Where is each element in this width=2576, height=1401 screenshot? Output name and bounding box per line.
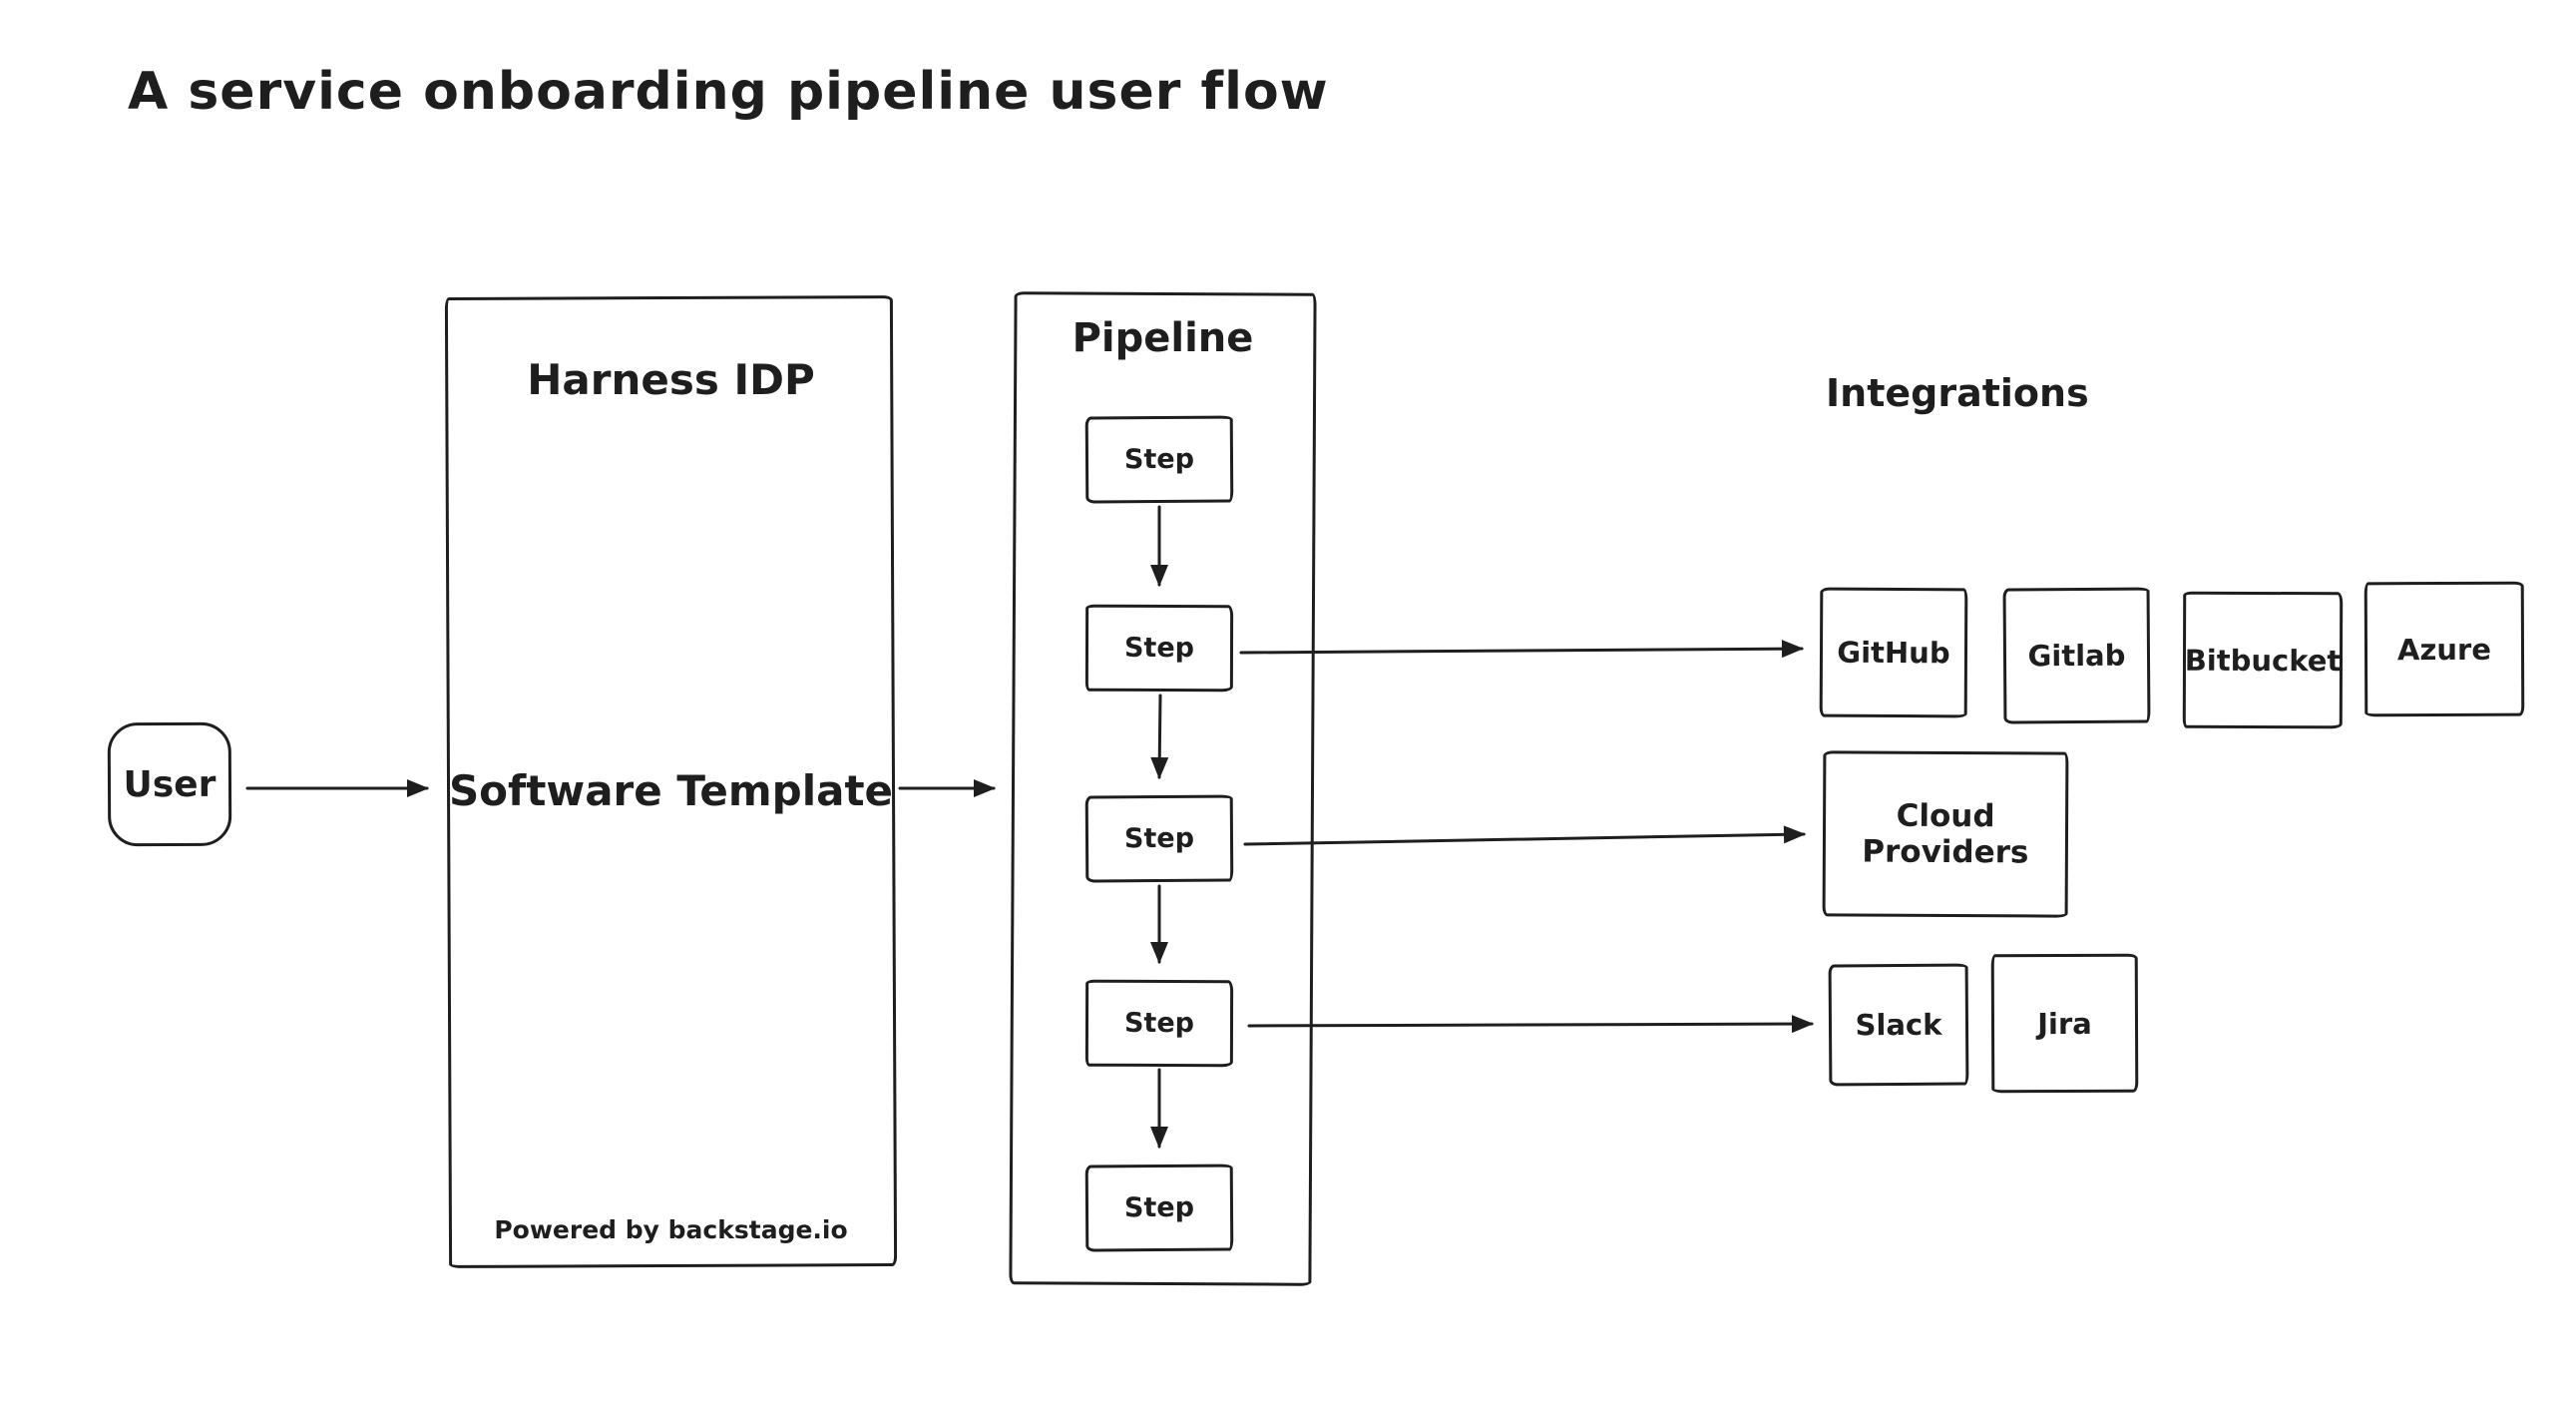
diagram-title: A service onboarding pipeline user flow bbox=[128, 62, 1329, 122]
powered-by-label: Powered by backstage.io bbox=[494, 1215, 848, 1244]
cloud-providers-label: Cloud Providers bbox=[1862, 797, 2029, 871]
step-label: Step bbox=[1123, 1191, 1195, 1224]
github-label: GitHub bbox=[1837, 635, 1950, 671]
integration-jira: Jira bbox=[1990, 953, 2139, 1094]
arrow-step3-to-cloud-providers bbox=[1243, 825, 1806, 846]
pipeline-title: Pipeline bbox=[1072, 315, 1254, 361]
user-node: User bbox=[107, 721, 232, 847]
pipeline-step-4: Step bbox=[1084, 979, 1234, 1068]
step-label: Step bbox=[1123, 443, 1195, 476]
harness-idp-title: Harness IDP bbox=[527, 355, 815, 404]
software-template-label: Software Template bbox=[448, 766, 894, 815]
jira-label: Jira bbox=[2037, 1006, 2092, 1041]
pipeline-step-2: Step bbox=[1084, 604, 1234, 693]
step-label: Step bbox=[1123, 822, 1195, 855]
bitbucket-label: Bitbucket bbox=[2184, 643, 2342, 678]
step-label: Step bbox=[1123, 1007, 1195, 1040]
azure-label: Azure bbox=[2396, 632, 2492, 667]
pipeline-step-1: Step bbox=[1084, 415, 1234, 504]
integration-azure: Azure bbox=[2363, 581, 2525, 717]
step-label: Step bbox=[1123, 632, 1195, 665]
arrow-step4-to-slack bbox=[1247, 1015, 1814, 1034]
integration-bitbucket: Bitbucket bbox=[2182, 591, 2344, 729]
integration-slack: Slack bbox=[1828, 963, 1969, 1087]
pipeline-step-3: Step bbox=[1084, 794, 1234, 883]
integrations-title: Integrations bbox=[1826, 371, 2089, 415]
integration-github: GitHub bbox=[1819, 587, 1968, 718]
gitlab-label: Gitlab bbox=[2027, 638, 2126, 674]
integration-gitlab: Gitlab bbox=[2002, 587, 2151, 724]
user-label: User bbox=[123, 763, 216, 805]
integration-cloud-providers: Cloud Providers bbox=[1822, 750, 2069, 918]
pipeline-step-5: Step bbox=[1084, 1164, 1234, 1252]
slack-label: Slack bbox=[1855, 1007, 1942, 1043]
arrow-step2-to-github bbox=[1239, 640, 1804, 659]
